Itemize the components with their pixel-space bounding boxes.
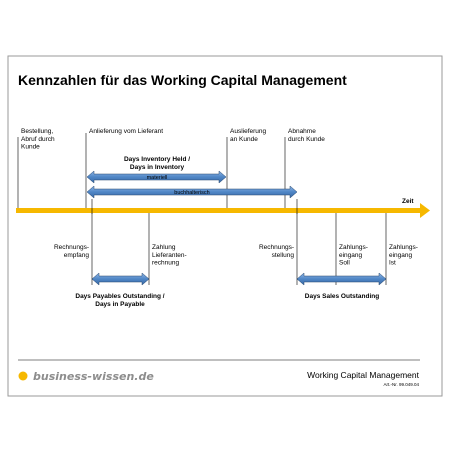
text-line: Lieferanten- [152, 252, 187, 259]
arrow-dpo [91, 272, 150, 286]
logo-text: business-wissen.de [33, 370, 154, 383]
text-line: stellung [272, 252, 295, 259]
text-line: empfang [64, 252, 90, 259]
text-line: Zahlung [152, 244, 176, 251]
arrow-materiell: materiell [86, 170, 227, 184]
arrow-materiell-label: materiell [147, 175, 168, 181]
text-line: Abruf durch [21, 136, 55, 143]
event-label-invoicing: Rechnungs-stellung [259, 244, 294, 259]
text-line: an Kunde [230, 136, 258, 143]
text-line: Auslieferung [230, 128, 267, 135]
event-label-delivery-supplier: Anlieferung vom Lieferant [89, 128, 163, 135]
event-label-invoice-received: Rechnungs-empfang [54, 244, 89, 259]
text-line: Kunde [21, 144, 40, 151]
arrow-buchhalterisch: buchhalterisch [86, 185, 298, 199]
text-line: Days Inventory Held / [124, 156, 190, 163]
footer-art-nr: Art.-Nr. 99.049.04 [383, 382, 419, 387]
arrow-materiell-shape [86, 170, 227, 184]
arrow-buchhalterisch-label: buchhalterisch [174, 190, 209, 196]
card-border [7, 55, 443, 397]
dio-label: Days Inventory Held /Days in Inventory [124, 156, 190, 171]
text-line: Zahlungs- [339, 244, 368, 251]
timeline: Zeit [16, 198, 430, 218]
text-line: Zahlungs- [389, 244, 418, 251]
text-line: Rechnungs- [259, 244, 294, 251]
timeline-arrowhead [420, 203, 430, 218]
text-line: eingang [389, 252, 413, 259]
arrow-dso [296, 272, 387, 286]
footer-doc-title: Working Capital Management [307, 370, 419, 380]
text-line: Rechnungs- [54, 244, 89, 251]
arrow-dso-shape [296, 272, 387, 286]
text-line: Anlieferung vom Lieferant [89, 128, 163, 135]
text-line: durch Kunde [288, 136, 325, 143]
text-line: Days Payables Outstanding / [75, 293, 164, 300]
text-line: Bestellung, [21, 128, 53, 135]
text-line: rechnung [152, 260, 179, 267]
text-line: Abnahme [288, 128, 316, 135]
text-line: Soll [339, 260, 350, 267]
text-line: Days in Payable [95, 301, 145, 308]
text-line: eingang [339, 252, 363, 259]
dpo-label: Days Payables Outstanding /Days in Payab… [75, 293, 164, 308]
page-title: Kennzahlen für das Working Capital Manag… [18, 72, 347, 88]
timeline-label: Zeit [402, 198, 414, 205]
dso-label: Days Sales Outstanding [305, 293, 379, 300]
arrow-buchhalterisch-shape [86, 185, 298, 199]
footer-logo: business-wissen.de [18, 370, 154, 383]
arrow-dpo-shape [91, 272, 150, 286]
timeline-bar [16, 208, 420, 213]
text-line: Ist [389, 260, 396, 267]
text-line: Days in Inventory [130, 164, 185, 171]
logo-dot-icon [18, 371, 28, 381]
